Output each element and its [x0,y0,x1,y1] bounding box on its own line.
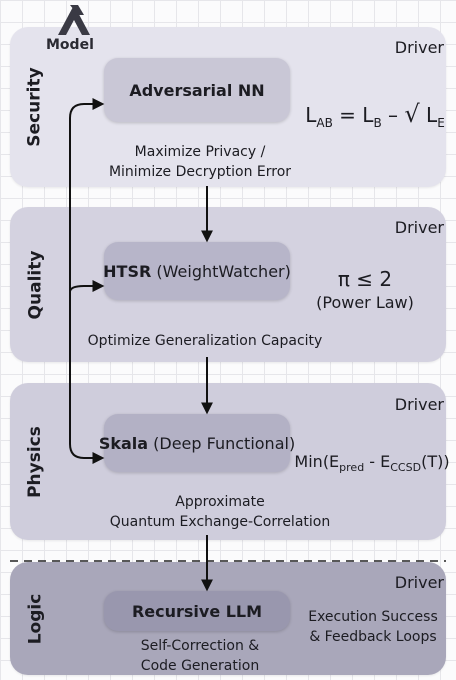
logo-icon [58,5,90,35]
physics-driver-label: Driver [394,395,444,414]
quality-metric: π ≤ 2 (Power Law) [316,267,414,312]
model-logo: Model [44,3,104,55]
recursive-llm-node: Recursive LLM [104,591,290,631]
security-metric: LAB = LB – √ LE [305,100,445,130]
feedback-loop-connector [69,98,105,464]
quality-driver-label: Driver [394,218,444,237]
feedback-loop-branch-htsr [69,280,105,293]
htsr-node: HTSR (WeightWatcher) [103,242,291,300]
security-driver-label: Driver [394,38,444,57]
security-caption: Maximize Privacy / Minimize Decryption E… [108,144,292,180]
quality-caption: Optimize Generalization Capacity [87,333,323,349]
logo-text: Model [46,37,94,53]
logic-metric: Execution Success & Feedback Loops [308,609,438,645]
physics-metric: Min(Epred - ECCSD(T)) [294,452,450,475]
physics-caption: Approximate Quantum Exchange-Correlation [109,494,331,530]
skala-node: Skala (Deep Functional) [99,414,295,472]
adversarial-nn-node: Adversarial NN [104,58,290,122]
logic-caption: Self-Correction & Code Generation [140,638,260,674]
logic-driver-label: Driver [394,573,444,592]
